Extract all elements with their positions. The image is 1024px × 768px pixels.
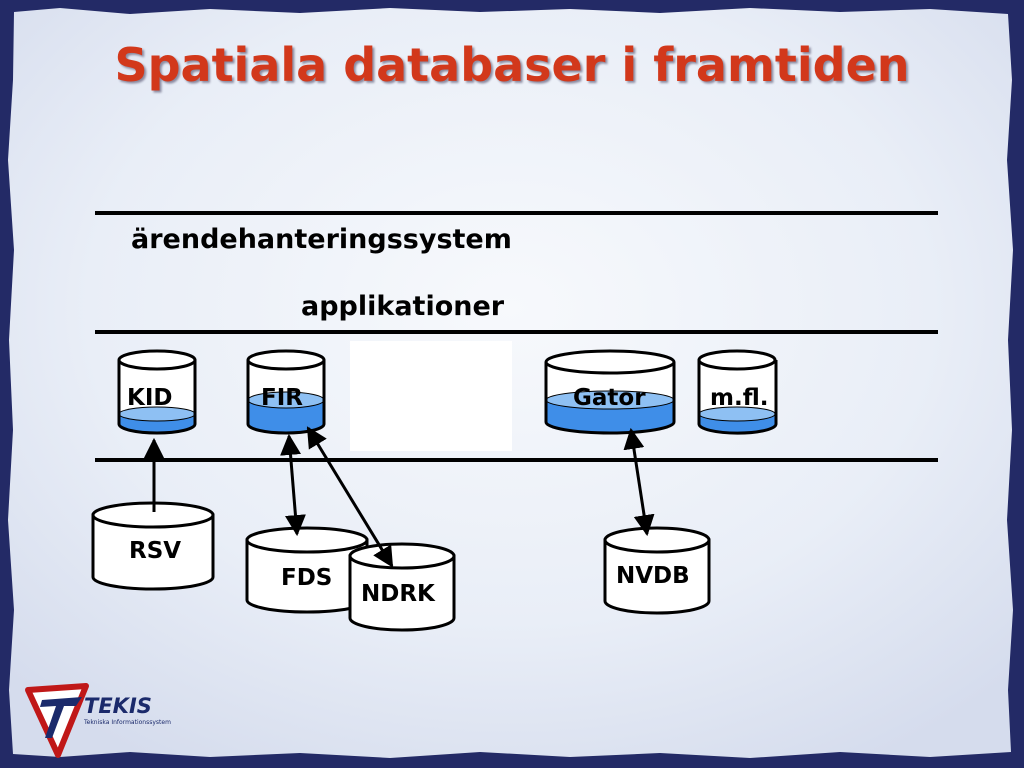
db-label-mfl: m.fl.	[710, 385, 769, 411]
db-kid-cylinder	[117, 349, 197, 435]
db-label-rsv: RSV	[129, 538, 182, 564]
layer-label-top: ärendehanteringssystem	[131, 224, 512, 255]
slide-title: Spatiala databaser i framtiden	[114, 38, 910, 92]
db-gator-cylinder	[544, 349, 676, 435]
db-label-kid: KID	[127, 385, 173, 411]
db-mfl-cylinder	[697, 349, 778, 435]
db-label-gator: Gator	[573, 385, 646, 411]
arrow-fds-fir	[280, 433, 306, 537]
logo-tagline: Tekniska Informationssystem	[84, 719, 171, 726]
arrow-ndrk-fir	[306, 426, 394, 568]
db-label-fir: FIR	[261, 385, 303, 411]
arrow-nvdb-gator	[623, 427, 655, 537]
db-label-nvdb: NVDB	[616, 563, 690, 589]
tekis-logo-emblem	[25, 683, 89, 758]
db-rsv-cylinder	[91, 501, 215, 591]
layer-label-mid: applikationer	[301, 291, 505, 322]
db-fir-cylinder	[246, 349, 326, 435]
db-label-fds: FDS	[281, 565, 333, 591]
db-label-ndrk: NDRK	[361, 581, 435, 607]
empty-box	[350, 341, 512, 451]
logo-name: TEKIS	[84, 694, 152, 718]
